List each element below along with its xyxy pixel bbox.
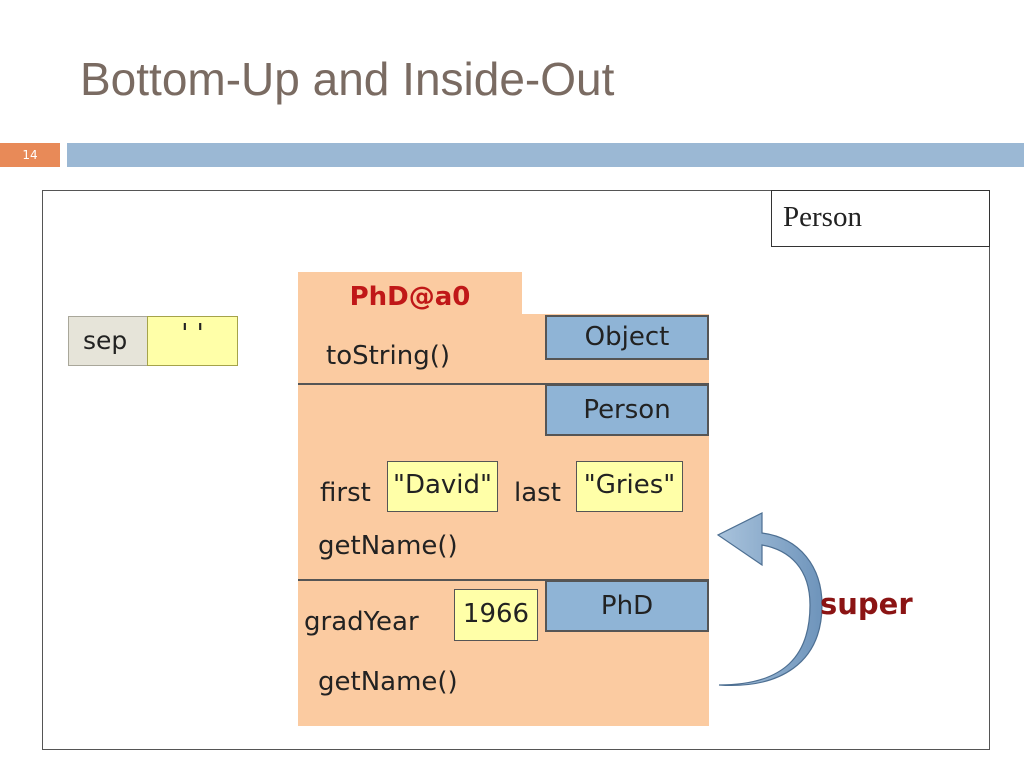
object-tab (298, 272, 522, 315)
class-box-person: Person (545, 384, 709, 436)
diagram-frame (42, 190, 990, 750)
header-bar (67, 143, 1024, 167)
partition-divider (298, 579, 709, 581)
object-id: PhD@a0 (349, 282, 471, 312)
variable-value-sep: ' ' (147, 316, 238, 366)
variable-name-sep: sep (68, 316, 148, 366)
slide-title: Bottom-Up and Inside-Out (80, 53, 615, 105)
field-value-last: "Gries" (576, 461, 683, 512)
curved-arrow-icon (716, 512, 823, 686)
super-label: super (820, 587, 913, 621)
field-name-gradyear: gradYear (304, 607, 419, 637)
field-value-first: "David" (387, 461, 498, 512)
method-getname-phd: getName() (318, 667, 458, 697)
field-name-first: first (320, 478, 371, 508)
method-tostring: toString() (326, 341, 450, 371)
method-getname-person: getName() (318, 531, 458, 561)
class-box-phd: PhD (545, 580, 709, 632)
partition-divider (298, 383, 709, 385)
class-label-box: Person (771, 190, 990, 247)
page-number: 14 (0, 143, 60, 167)
field-name-last: last (514, 478, 561, 508)
field-value-gradyear: 1966 (454, 589, 538, 641)
object-body (298, 314, 709, 726)
class-box-object: Object (545, 315, 709, 360)
